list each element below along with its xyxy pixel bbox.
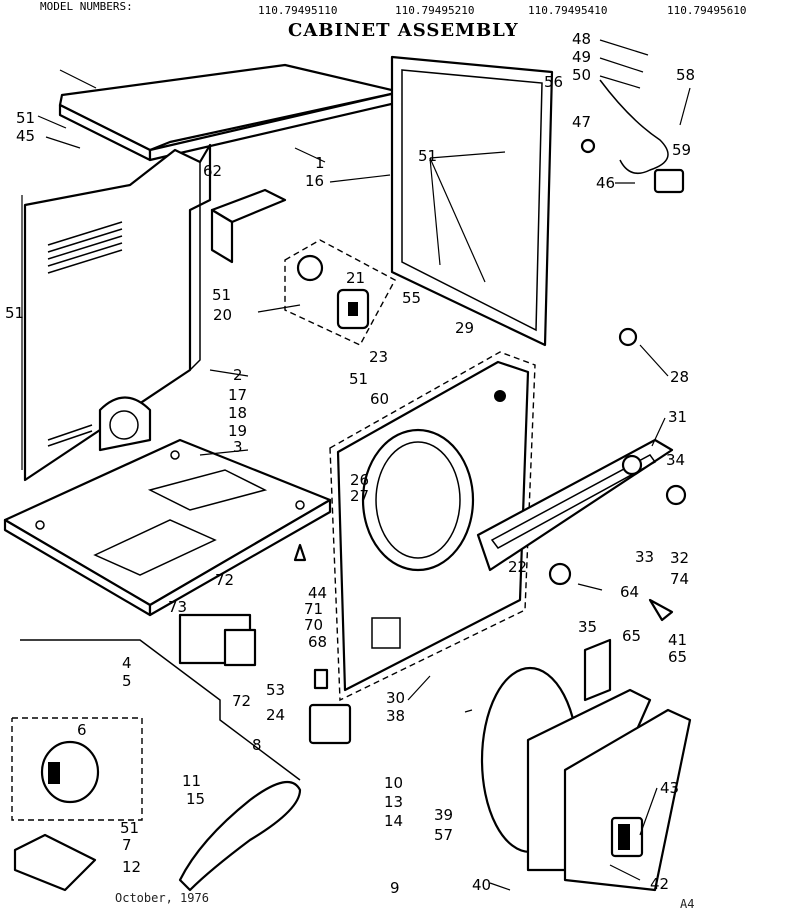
part-label: 11 [182, 772, 201, 790]
part-label: 28 [670, 368, 689, 386]
part-label: 56 [544, 73, 563, 91]
part-label: 70 [304, 616, 323, 634]
part-label: 42 [650, 875, 669, 893]
footer-date: October, 1976 [115, 891, 209, 905]
part-label: 5 [122, 672, 132, 690]
part-label: 58 [676, 66, 695, 84]
part-label: 71 [304, 600, 323, 618]
part-label: 45 [16, 127, 35, 145]
part-label: 44 [308, 584, 327, 602]
part-label: 43 [660, 779, 679, 797]
door-assembly [480, 666, 692, 892]
part-label: 13 [384, 793, 403, 811]
part-label: 15 [186, 790, 205, 808]
motor-group [11, 639, 301, 892]
part-label: 51 [349, 370, 368, 388]
misc-parts [178, 327, 674, 745]
console-panel [476, 438, 687, 572]
part-label: 72 [215, 571, 234, 589]
part-label: 34 [666, 451, 685, 469]
part-label: 24 [266, 706, 285, 724]
part-label: 21 [346, 269, 365, 287]
diagram-title: CABINET ASSEMBLY [288, 20, 519, 41]
part-label: 46 [596, 174, 615, 192]
part-label: 51 [16, 109, 35, 127]
part-label: 50 [572, 66, 591, 84]
part-label: 41 [668, 631, 687, 649]
part-label: 1 [315, 154, 325, 172]
model-number-4: 110.79495610 [667, 4, 746, 17]
drive-belt [178, 780, 302, 892]
part-label: 57 [434, 826, 453, 844]
part-label: 47 [572, 113, 591, 131]
part-label: 14 [384, 812, 403, 830]
bracket-62 [210, 188, 287, 264]
part-label: 18 [228, 404, 247, 422]
part-label: 27 [350, 487, 369, 505]
part-label: 60 [370, 390, 389, 408]
part-label: 23 [369, 348, 388, 366]
left-side-panel [23, 143, 212, 482]
leader-lines [21, 39, 691, 891]
model-number-1: 110.79495110 [258, 4, 337, 17]
part-label: 30 [386, 689, 405, 707]
part-label: 4 [122, 654, 132, 672]
model-numbers-label: MODEL NUMBERS: [40, 0, 133, 13]
part-label: 64 [620, 583, 639, 601]
part-label: 39 [434, 806, 453, 824]
part-label: 12 [122, 858, 141, 876]
part-label: 59 [672, 141, 691, 159]
part-label: 62 [203, 162, 222, 180]
part-label: 38 [386, 707, 405, 725]
part-label: 16 [305, 172, 324, 190]
part-label: 29 [455, 319, 474, 337]
part-label: 53 [266, 681, 285, 699]
left-panel-vents [47, 221, 123, 447]
part-label: 68 [308, 633, 327, 651]
part-label: 3 [233, 438, 243, 456]
part-label: 40 [472, 876, 491, 894]
part-label: 10 [384, 774, 403, 792]
part-label: 2 [233, 366, 243, 384]
top-panel [58, 63, 402, 162]
back-panel [390, 55, 554, 347]
part-label: 65 [622, 627, 641, 645]
model-number-2: 110.79495210 [395, 4, 474, 17]
part-label: 6 [77, 721, 87, 739]
part-label: 51 [418, 147, 437, 165]
part-label: 48 [572, 30, 591, 48]
part-label: 65 [668, 648, 687, 666]
part-label: 17 [228, 386, 247, 404]
part-label: 51 [5, 304, 24, 322]
part-label: 33 [635, 548, 654, 566]
part-label: 73 [168, 598, 187, 616]
front-panel [329, 351, 536, 702]
part-label: 8 [252, 736, 262, 754]
thermostat-group [284, 239, 396, 346]
part-label: 22 [508, 558, 527, 576]
part-label: 55 [402, 289, 421, 307]
part-label: 26 [350, 471, 369, 489]
part-label: 19 [228, 422, 247, 440]
part-label: 7 [122, 836, 132, 854]
model-number-3: 110.79495410 [528, 4, 607, 17]
part-label: 31 [668, 408, 687, 426]
part-label: 49 [572, 48, 591, 66]
part-label: 72 [232, 692, 251, 710]
base-plate [3, 438, 332, 617]
wiring-harness [580, 79, 685, 194]
part-label: 32 [670, 549, 689, 567]
part-label: 74 [670, 570, 689, 588]
footer-page-code: A4 [680, 897, 694, 911]
part-label: 51 [212, 286, 231, 304]
part-label: 9 [390, 879, 400, 897]
part-label: 35 [578, 618, 597, 636]
part-label: 51 [120, 819, 139, 837]
part-label: 20 [213, 306, 232, 324]
